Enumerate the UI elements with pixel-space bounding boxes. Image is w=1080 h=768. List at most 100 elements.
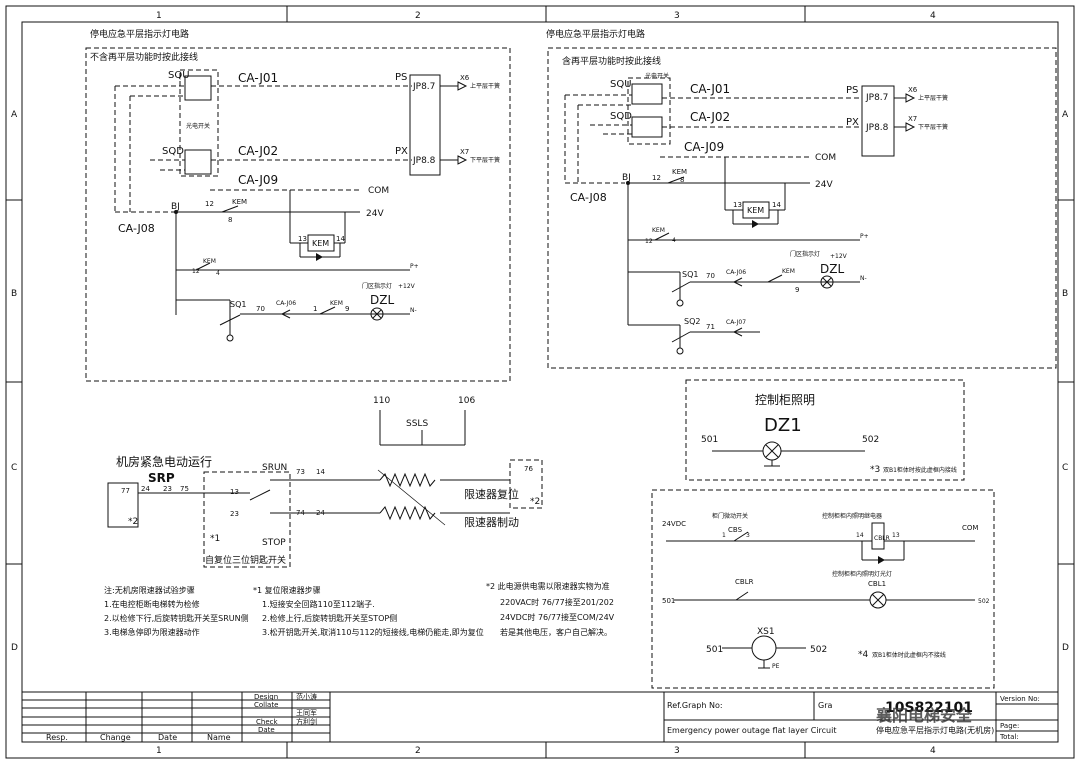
grid-row-c-right: C: [1062, 463, 1068, 473]
gov-star2: *2: [530, 497, 540, 507]
right-ca-j02: CA-J02: [690, 110, 730, 124]
left-n8: 8: [228, 216, 232, 224]
srun-label: SRUN: [262, 463, 287, 473]
left-bj-label: BJ: [171, 202, 180, 212]
left-ca-j09: CA-J09: [238, 173, 278, 187]
tb-designer: 范小涛: [296, 692, 317, 701]
left-ca-j08: CA-J08: [118, 222, 155, 235]
left-x7: X7: [460, 148, 469, 156]
srp-box: [107, 482, 139, 528]
tb-drawing-no: 10S822101: [885, 700, 973, 716]
terminal-106: 106: [458, 396, 475, 406]
right-down-reed: 下平层干簧: [918, 123, 948, 131]
grid-row-d-right: D: [1062, 643, 1069, 653]
grid-col-3-top: 3: [674, 11, 680, 21]
right-jp87: JP8.7: [865, 93, 888, 103]
left-squ-label: SQU: [168, 70, 190, 81]
lr-501-a: 501: [662, 597, 675, 605]
right-12v: +12V: [830, 253, 848, 260]
lr-501-b: 501: [706, 645, 723, 655]
grid-row-b-right: B: [1062, 289, 1068, 299]
dz1-terminal-502: 502: [862, 435, 879, 445]
note3-line2: 24VDC时 76/77接至COM/24V: [500, 612, 615, 622]
ssls-coil-brake: [379, 505, 436, 521]
left-ca-j02: CA-J02: [238, 144, 278, 158]
right-x7: X7: [908, 115, 917, 123]
lr-xs1: XS1: [757, 627, 775, 637]
n75-srp: 75: [180, 485, 189, 493]
note3-line3: 若是其他电压，客户自己解决。: [500, 627, 612, 637]
right-up-reed: 上平层干簧: [918, 94, 948, 102]
lr-relay-label: 控制柜柜内照明继电器: [822, 512, 882, 520]
right-p-plus: P+: [860, 233, 869, 240]
cabinet-light-frame: [651, 489, 995, 689]
right-sq2: SQ2: [684, 317, 700, 326]
grid-col-4-top: 4: [930, 11, 936, 21]
tb-date2: Date: [158, 733, 177, 742]
tb-graph: Gra: [818, 701, 832, 710]
right-sq1: SQ1: [682, 270, 698, 279]
tb-resp: Resp.: [46, 733, 68, 742]
tb-check: Check: [256, 718, 278, 726]
key-switch-label: 自复位三位钥匙开关: [205, 554, 286, 566]
cabinet-light-circuit: 24VDC 柜门微动开关 CBS 1 3 控制柜柜内照明继电器 CBLR 14 …: [651, 489, 995, 689]
right-ca-j01: CA-J01: [690, 82, 730, 96]
lr-502-a: 502: [978, 598, 990, 605]
left-24v: 24V: [366, 209, 384, 219]
grid-row-c-left: C: [11, 463, 17, 473]
lr-lamp-label: 控制柜柜内照明灯光灯: [832, 570, 892, 578]
ssls-label: SSLS: [406, 419, 428, 429]
tb-collator: 王同军: [296, 709, 317, 717]
right-kem-b: KEM: [652, 227, 665, 234]
grid-row-b-left: B: [11, 289, 17, 299]
lr-cbs: CBS: [728, 526, 743, 534]
lr-n1: 1: [722, 532, 726, 539]
right-sqd: SQD: [610, 111, 632, 122]
left-kem-c: KEM: [330, 300, 343, 307]
left-leveling-circuit: 停电应急平层指示灯电路 不含再平层功能时按此接线 SQU SQD 光电开关 CA…: [85, 28, 511, 382]
tb-description: Emergency power outage flat layer Circui…: [667, 726, 836, 735]
left-n1: 1: [313, 305, 317, 313]
grid-col-1-top: 1: [156, 11, 162, 21]
left-jp87: JP8.7: [412, 82, 435, 92]
right-leveling-circuit: 停电应急平层指示灯电路 含再平层功能时按此接线 SQU SQD 光电开关 CA-…: [546, 28, 1057, 369]
right-n12b: 12: [645, 238, 653, 245]
left-up-reed: 上平层干簧: [470, 82, 500, 90]
lr-cbs-label: 柜门微动开关: [712, 512, 748, 520]
note1-line3: 3.电梯急停即为限速器动作: [104, 627, 200, 637]
n23-key: 23: [230, 510, 239, 518]
srp-label: SRP: [148, 471, 175, 485]
left-photo-switch-label: 光电开关: [186, 122, 210, 130]
right-n13: 13: [733, 201, 742, 209]
left-jp88: JP8.8: [412, 156, 436, 166]
n24-srp: 24: [141, 485, 150, 493]
right-kem-coil: KEM: [747, 206, 764, 215]
note1-line2: 2.以检修下行,后旋转钥匙开关至SRUN侧: [104, 613, 249, 623]
left-n12: 12: [205, 200, 214, 208]
grid-col-1-bottom: 1: [156, 746, 162, 756]
left-n-minus: N-: [410, 307, 417, 314]
left-ca-j01: CA-J01: [238, 71, 278, 85]
grid-row-a-right: A: [1062, 110, 1069, 120]
left-ps-label: PS: [395, 72, 407, 83]
left-sq1: SQ1: [230, 300, 246, 309]
right-door-lamp: 门区指示灯: [790, 250, 820, 258]
cabinet-note-mark: *3: [870, 465, 880, 475]
dz1-label: DZ1: [764, 415, 802, 436]
dz1-terminal-501: 501: [701, 435, 718, 445]
governor-reset-label: 限速器复位: [464, 487, 519, 501]
left-px-label: PX: [395, 146, 408, 157]
title-block: Design Collate Check Date 范小涛 王同军 方利剑 Re…: [21, 691, 1059, 743]
right-panel-subtitle: 含再平层功能时按此接线: [562, 55, 661, 67]
tb-page: Page:: [1000, 722, 1019, 730]
right-n4: 4: [672, 237, 676, 244]
notes-block: 注:无机房限速器试验步骤 1.在电控柜断电梯转为检修 2.以检修下行,后旋转钥匙…: [104, 581, 615, 637]
terminal-110: 110: [373, 396, 390, 406]
tb-description-cn: 停电应急平层指示灯电路(无机房): [876, 725, 994, 735]
note2-title: *1 复位限速器步骤: [253, 585, 321, 595]
left-kem-coil: KEM: [312, 239, 329, 248]
right-24v: 24V: [815, 180, 833, 190]
right-ca-j08: CA-J08: [570, 191, 607, 204]
right-photo-switch-label: 光电开关: [645, 72, 669, 80]
